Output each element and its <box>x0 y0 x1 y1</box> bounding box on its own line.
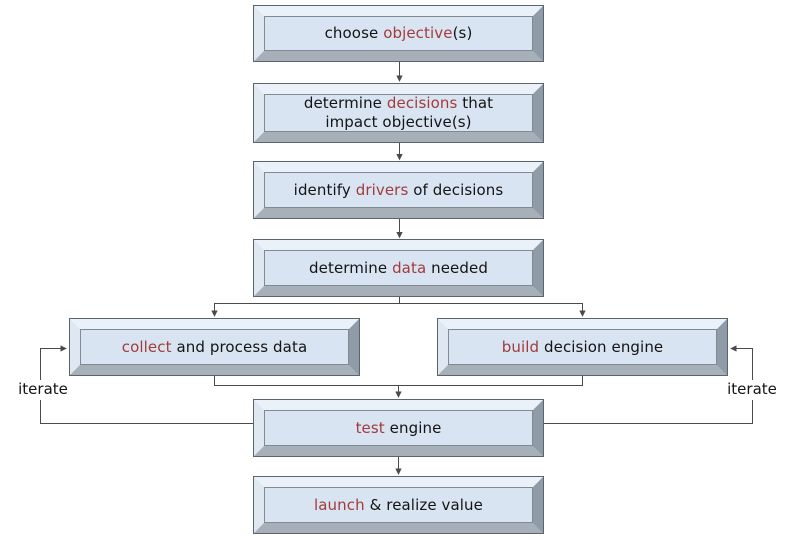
flow-node-collect-process-data: collect and process data <box>70 319 359 375</box>
label-line2: impact objective(s) <box>325 113 472 131</box>
label-text: determine <box>309 258 393 277</box>
label-text: decision engine <box>539 337 664 356</box>
label-highlight-text: decisions <box>386 94 458 112</box>
connector-test-to-iterate-left <box>40 400 257 424</box>
flow-node-label: test engine <box>356 419 442 438</box>
flow-node-determine-decisions: determine decisions that impact objectiv… <box>254 84 543 142</box>
connector-iterate-left-to-collect <box>40 345 67 380</box>
label-text: choose <box>324 24 384 42</box>
connector-iterate-right-to-build <box>730 345 753 380</box>
flow-node-label: determine decisions that impact objectiv… <box>304 94 493 132</box>
flow-node-launch-realize-value: launch & realize value <box>254 477 543 533</box>
label-text: & realize value <box>364 495 483 514</box>
label-text: identify <box>293 180 356 199</box>
label-highlight-text: objective <box>383 24 453 42</box>
label-highlight-text: launch <box>313 495 365 514</box>
label-text: (s) <box>452 24 473 42</box>
label-highlight-text: test <box>355 418 385 437</box>
label-highlight-text: data <box>392 258 427 277</box>
connector-split-to-collect <box>211 303 400 317</box>
connector-split-to-build <box>399 303 586 317</box>
connector-test-to-iterate-right <box>540 400 753 424</box>
iterate-label-left: iterate <box>18 380 68 398</box>
label-text: that <box>457 94 494 112</box>
label-highlight-text: build <box>501 337 540 356</box>
flow-node-label: choose objective(s) <box>325 24 473 43</box>
flow-node-build-decision-engine: build decision engine <box>438 319 727 375</box>
label-text: determine <box>303 94 387 112</box>
label-highlight-text: drivers <box>355 180 409 199</box>
flow-node-label: determine data needed <box>309 259 488 278</box>
label-text: engine <box>384 418 442 437</box>
flow-node-choose-objective: choose objective(s) <box>254 6 543 61</box>
flow-node-label: build decision engine <box>502 338 664 357</box>
connector-collect-to-merge <box>214 375 399 386</box>
label-text: needed <box>426 258 488 277</box>
flow-node-label: launch & realize value <box>314 496 483 515</box>
flow-node-determine-data: determine data needed <box>254 240 543 296</box>
label-text: of decisions <box>408 180 504 199</box>
flow-node-test-engine: test engine <box>254 400 543 456</box>
flow-node-label: identify drivers of decisions <box>294 181 504 200</box>
label-highlight-text: collect <box>121 337 172 356</box>
iterate-label-right: iterate <box>727 380 777 398</box>
flow-node-identify-drivers: identify drivers of decisions <box>254 162 543 218</box>
flow-node-label: collect and process data <box>122 338 307 357</box>
label-text: and process data <box>171 337 308 356</box>
connector-build-to-merge <box>398 375 583 386</box>
